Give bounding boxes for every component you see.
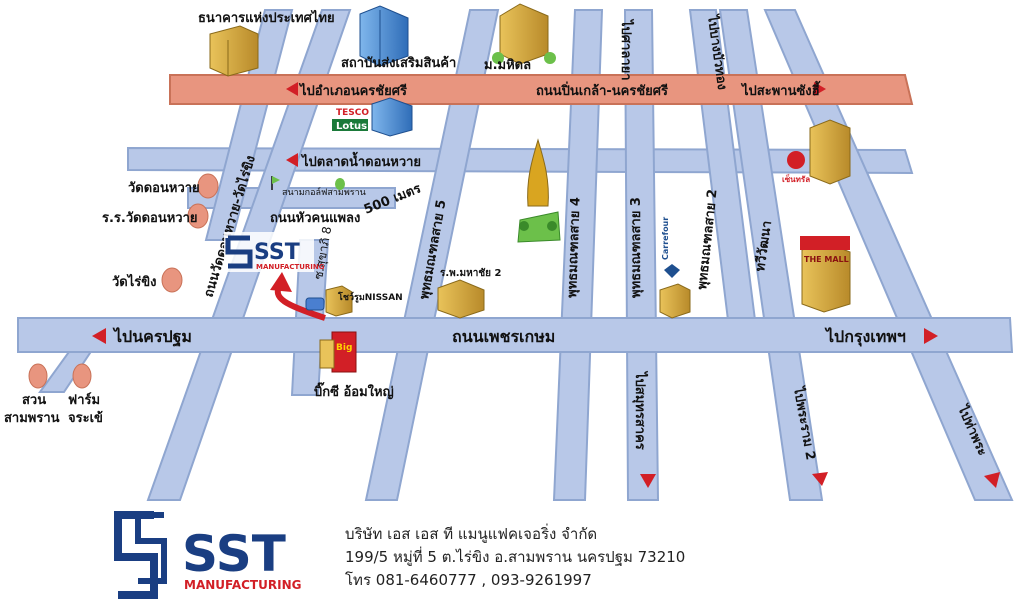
company-phone: โทร 081-6460777 , 093-9261997 — [345, 571, 592, 589]
nissan-building — [325, 285, 353, 317]
bank-building — [209, 25, 259, 77]
central-building — [787, 119, 851, 185]
hospital-label: ร.พ.มหาชัย 2 — [440, 267, 501, 279]
suan-label-2: สามพราน — [4, 411, 60, 426]
to-market-label: ไปตลาดน้ำดอนหวาย — [300, 151, 421, 170]
wat-dontawai-icon — [197, 173, 219, 199]
the-mall-label: THE MALL — [804, 255, 849, 264]
crocodile-farm-icon — [72, 363, 92, 389]
arrow-down-icon — [640, 474, 656, 488]
location-arrow-head-icon — [270, 272, 292, 292]
sst-map-logo-text: SST — [254, 240, 300, 265]
arrow-right-icon — [924, 328, 938, 344]
buddha-statue-icon — [527, 138, 549, 207]
soi-8-label: ซ.สุขาภิ 8 — [311, 225, 335, 280]
ministry-label: สถาบันส่งเสริมสินค้า — [341, 55, 456, 71]
taweewattana-label: ทวีวัฒนา — [752, 220, 775, 273]
highway-pinklao — [169, 74, 914, 105]
company-info: บริษัท เอส เอส ที แมนูแฟคเจอริ่ง จำกัด 1… — [345, 523, 685, 592]
tesco-lotus — [332, 97, 413, 137]
company-address: 199/5 หมู่ที่ 5 ต.ไร่ขิง อ.สามพราน นครปฐ… — [345, 548, 686, 566]
direction-arrows — [92, 82, 1000, 488]
tesco-label: TESCO — [336, 108, 369, 118]
wat-dontawai-label: วัดดอนหวาย — [128, 181, 200, 196]
bank-label: ธนาคารแห่งประเทศไทย — [198, 9, 335, 26]
main-road-name: ถนนเพชรเกษม — [452, 327, 555, 346]
suan-sampran-icon — [28, 363, 48, 389]
phutthamonthon-4-label: พุทธมณฑลสาย 4 — [565, 197, 584, 298]
company-name: บริษัท เอส เอส ที แมนูแฟคเจอริ่ง จำกัด — [345, 525, 598, 543]
buddha-park — [517, 138, 561, 243]
phutthamonthon-2-label: พุทธมณฑลสาย 2 — [695, 189, 720, 291]
farm-label-1: ฟาร์ม — [68, 392, 100, 408]
carrefour-label: Carrefour — [661, 217, 670, 260]
mahidol-building — [492, 3, 556, 65]
hua-khan-pheang-label: ถนนหัวคนแพลง — [270, 211, 360, 226]
footer-logo-sub: MANUFACTURING — [184, 578, 301, 592]
highway-right-label: ไปสะพานซังฮี้ — [740, 80, 821, 99]
main-road-left-label: ไปนครปฐม — [112, 327, 192, 347]
school-label: ร.ร.วัดดอนหวาย — [102, 211, 198, 226]
car-icon — [305, 297, 325, 311]
big-c-label: บิ๊กซี อ้อมใหญ่ — [314, 382, 394, 400]
sst-map-logo: SST MANUFACTURING — [224, 232, 325, 272]
arrow-left-icon — [286, 153, 298, 167]
to-sala-ya-label: ไปศาลายา — [618, 18, 635, 81]
lotus-label: Lotus — [336, 121, 367, 132]
arrow-down-icon — [984, 472, 1000, 488]
phutthamonthon-3-label: พุทธมณฑลสาย 3 — [629, 197, 644, 298]
nissan-label: โชว์รูมNISSAN — [337, 291, 403, 303]
arrow-left-icon — [286, 82, 298, 96]
sst-logo-mark-icon: SST MANUFACTURING — [114, 511, 301, 599]
route-map: ถนนปิ่นเกล้า-นครชัยศรี ไปอำเภอนครชัยศรี … — [4, 3, 1014, 501]
lotus-sign — [332, 119, 368, 131]
footer-logo-text: SST — [182, 525, 286, 583]
wat-raiking-icon — [161, 267, 183, 293]
central-logo-icon — [787, 151, 805, 169]
golf-label: สนามกอล์ฟสามพราน — [282, 186, 366, 198]
central-label: เซ็นทรัล — [782, 173, 810, 184]
hospital-building — [437, 279, 485, 319]
big-c-building — [319, 331, 357, 373]
road-phetkasem — [17, 317, 1014, 353]
school-icon — [187, 203, 209, 229]
distance-label: 500 เมตร — [362, 181, 423, 217]
mahidol-label: ม.มหิดล — [484, 58, 531, 73]
the-mall-building — [800, 236, 851, 313]
arrow-right-icon — [814, 82, 826, 96]
arrow-left-icon — [92, 328, 106, 344]
highway-name: ถนนปิ่นเกล้า-นครชัยศรี — [536, 81, 668, 99]
company-footer: SST MANUFACTURING บริษัท เอส เอส ที แมนู… — [0, 505, 1024, 612]
suan-label-1: สวน — [22, 393, 46, 408]
wat-raiking-label: วัดไร่ขิง — [112, 273, 157, 290]
carrefour-building — [659, 264, 691, 319]
to-samut-sakhon-label: ไปสมุทรสาคร — [632, 370, 649, 450]
sst-map-logo-sub: MANUFACTURING — [256, 263, 325, 271]
big-c-sign: Big — [336, 343, 352, 353]
carrefour-logo-icon — [664, 264, 680, 278]
ministry-building — [359, 5, 409, 67]
main-road-right-label: ไปกรุงเทพฯ — [824, 327, 906, 347]
arrow-down-icon — [812, 472, 828, 486]
sst-logo: SST MANUFACTURING — [112, 511, 326, 603]
highway-left-label: ไปอำเภอนครชัยศรี — [298, 82, 407, 99]
farm-label-2: จระเข้ — [68, 410, 103, 426]
